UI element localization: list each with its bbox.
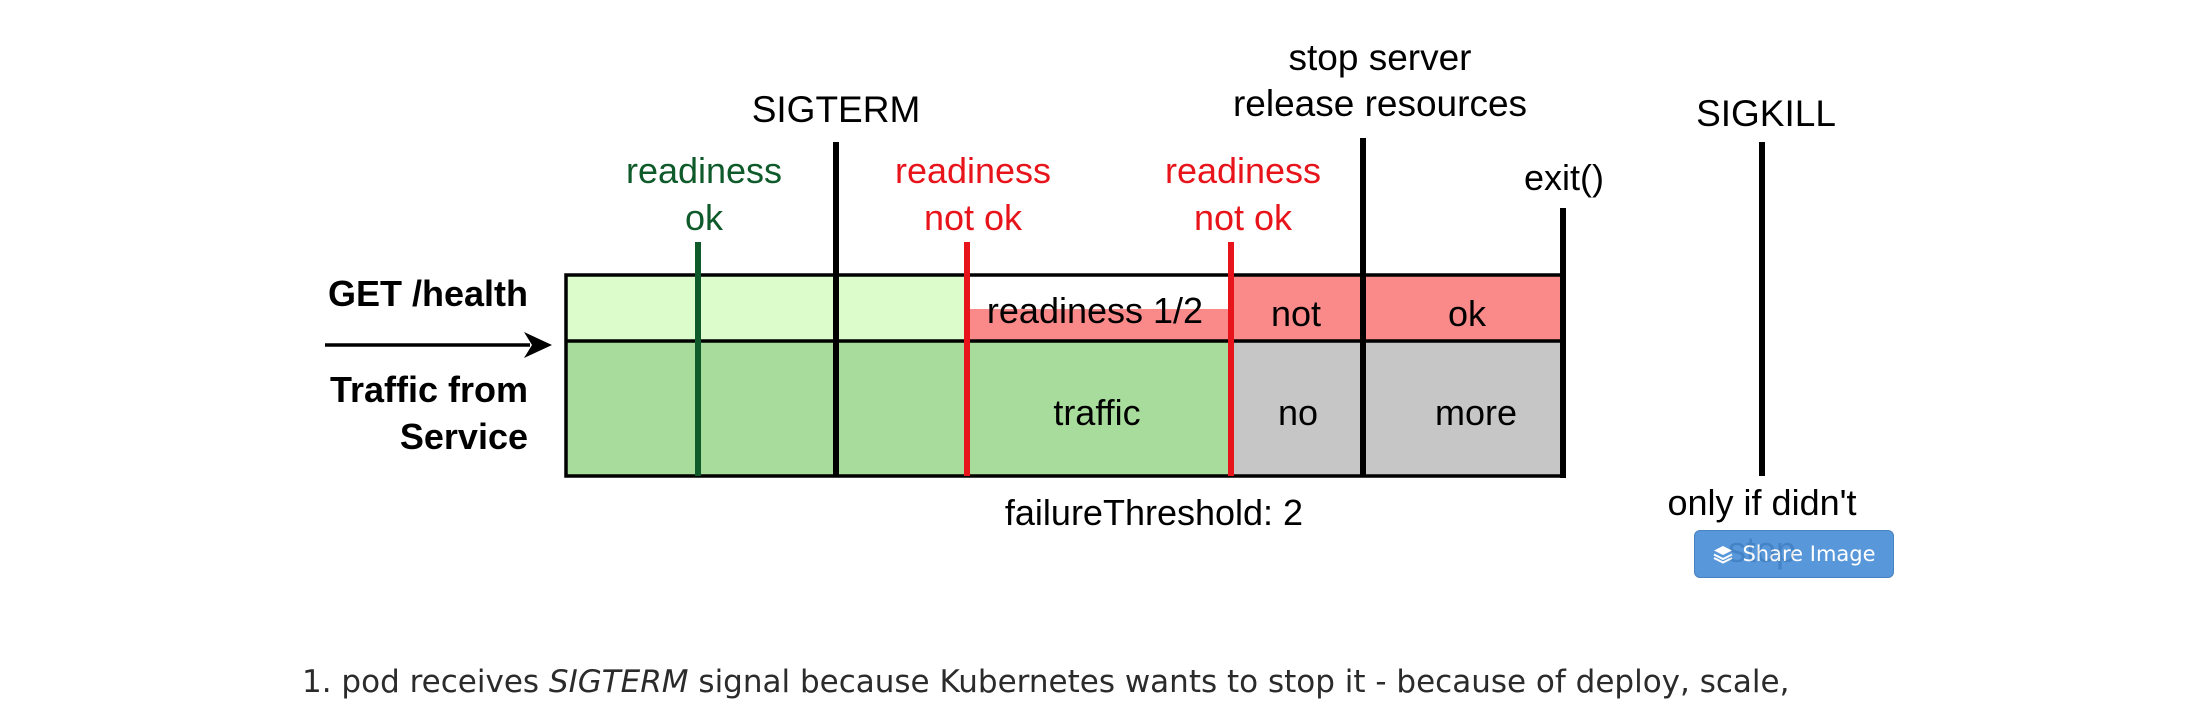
probe-3-line2: not ok (1194, 197, 1293, 238)
row-label-traffic-line2: Service (400, 416, 528, 457)
health-row-notok-fill (1231, 275, 1563, 341)
row-label-traffic-line1: Traffic from (330, 369, 528, 410)
exit-label: exit() (1524, 157, 1604, 198)
traffic-row-green-fill (566, 341, 1231, 476)
caption-prefix: 1. pod receives (302, 664, 549, 700)
sigkill-label: SIGKILL (1696, 93, 1836, 134)
cell-traffic: traffic (1053, 392, 1140, 433)
probe-1-line2: ok (685, 197, 724, 238)
probe-2-line1: readiness (895, 150, 1051, 191)
caption-suffix: signal because Kubernetes wants to stop … (688, 664, 1790, 700)
caption-emphasis: SIGTERM (548, 664, 689, 700)
cell-more: more (1435, 392, 1517, 433)
cell-not: not (1271, 293, 1321, 334)
probe-2-line2: not ok (924, 197, 1023, 238)
stop-server-label: stop server (1288, 37, 1471, 78)
health-row-ok-fill (566, 275, 966, 341)
cell-readiness-fraction: readiness 1/2 (987, 290, 1203, 331)
cell-ok: ok (1448, 293, 1487, 334)
row-label-health: GET /health (328, 273, 528, 314)
failure-threshold-label: failureThreshold: 2 (1005, 492, 1303, 533)
traffic-row-grey-fill (1231, 341, 1563, 476)
health-row-partial-fill (966, 309, 1231, 341)
probe-3-line1: readiness (1165, 150, 1321, 191)
cell-no: no (1278, 392, 1318, 433)
release-resources-label: release resources (1233, 83, 1527, 124)
probe-1-line1: readiness (626, 150, 782, 191)
sigterm-label: SIGTERM (752, 89, 921, 130)
share-image-button[interactable]: Share Image (1694, 530, 1894, 578)
caption-text: 1. pod receives SIGTERM signal because K… (302, 664, 1789, 700)
sigkill-note-line1: only if didn't (1668, 482, 1857, 523)
share-image-label: Share Image (1742, 542, 1876, 566)
layers-icon (1714, 546, 1733, 564)
arrow-head-icon (524, 332, 552, 358)
